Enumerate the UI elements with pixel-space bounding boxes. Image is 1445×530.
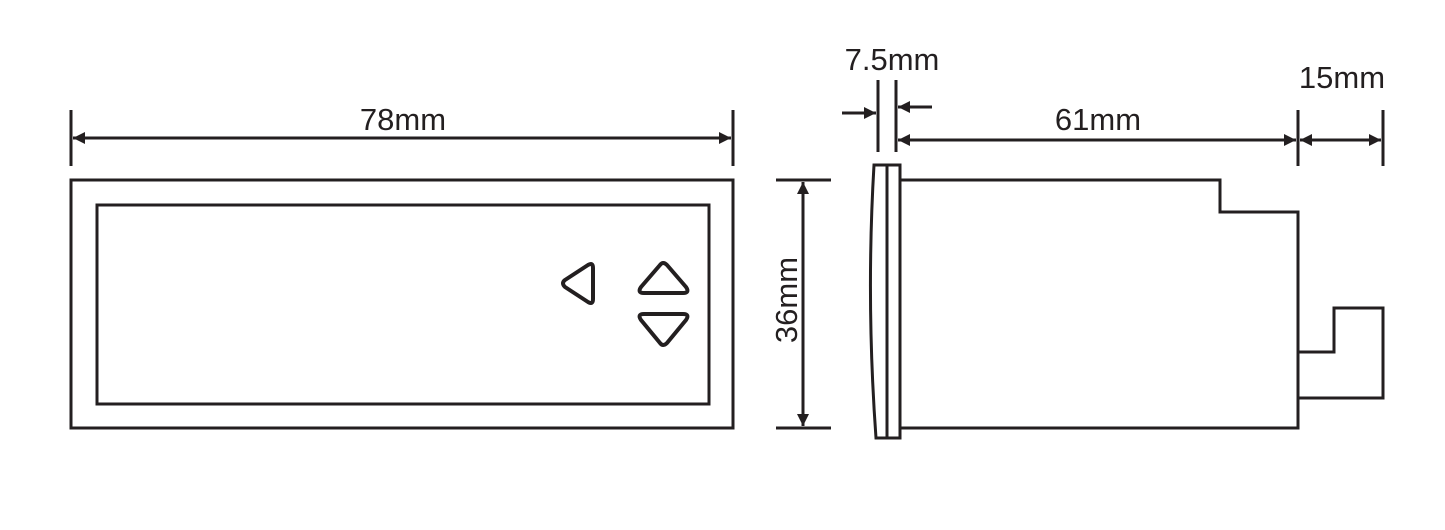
front-panel-outer <box>69 178 735 430</box>
connector-label: 15mm <box>1299 60 1385 95</box>
width-label: 78mm <box>360 102 446 137</box>
bezel-front <box>868 163 889 440</box>
connector <box>1298 306 1385 400</box>
bezel-back <box>885 163 902 440</box>
triangle-left-icon <box>561 262 595 305</box>
housing-body <box>900 178 1300 430</box>
bezel-label: 7.5mm <box>845 42 940 77</box>
height-label: 36mm <box>769 257 804 343</box>
triangle-up-icon <box>637 261 690 295</box>
triangle-down-icon <box>637 312 690 347</box>
body-label: 61mm <box>1055 102 1141 137</box>
display-window <box>95 203 711 406</box>
